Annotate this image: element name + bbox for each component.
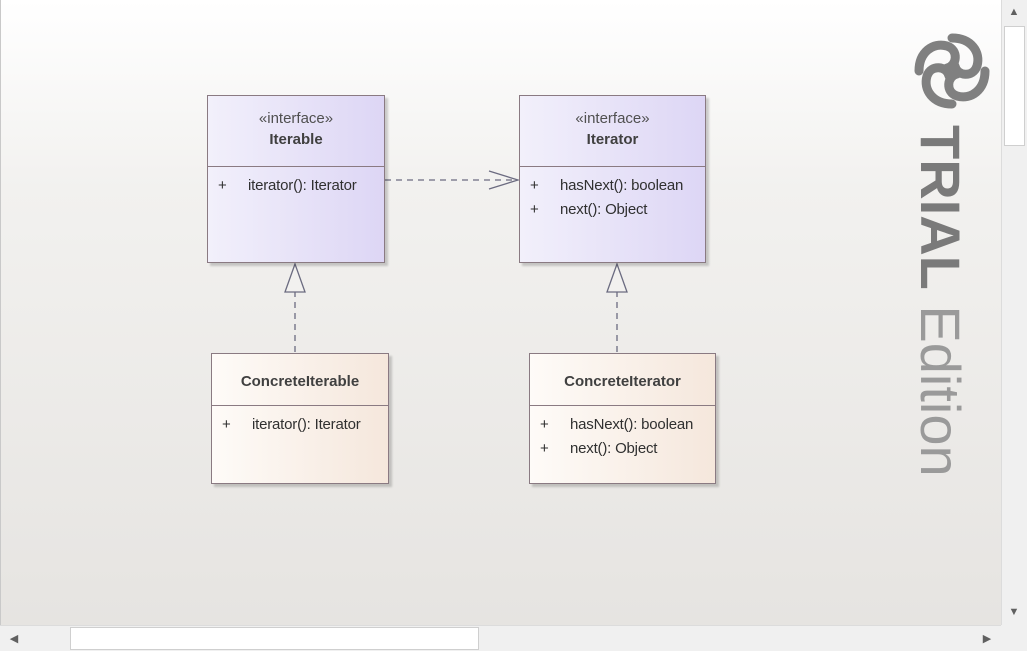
horizontal-scrollbar[interactable]: ◀ ▶: [0, 625, 1001, 651]
operation-visibility: +: [540, 416, 549, 433]
class-concrete-iterable[interactable]: ConcreteIterable + iterator(): Iterator: [211, 353, 389, 484]
operation-visibility: +: [540, 440, 549, 457]
horizontal-scroll-thumb[interactable]: [70, 627, 479, 650]
operation-signature: next(): Object: [570, 440, 658, 457]
operation-visibility: +: [530, 177, 539, 194]
class-stereotype: «interface»: [575, 110, 650, 127]
scroll-right-icon[interactable]: ▶: [975, 626, 999, 650]
class-name: Iterable: [269, 131, 323, 148]
operation-row[interactable]: + iterator(): Iterator: [208, 173, 384, 197]
class-name: ConcreteIterator: [564, 373, 681, 390]
operation-visibility: +: [530, 201, 539, 218]
operation-signature: iterator(): Iterator: [248, 177, 357, 194]
class-iterator[interactable]: «interface» Iterator + hasNext(): boolea…: [519, 95, 706, 263]
class-name: Iterator: [586, 131, 639, 148]
vertical-scroll-thumb[interactable]: [1004, 26, 1025, 146]
operation-row[interactable]: + next(): Object: [520, 197, 705, 221]
scroll-left-icon[interactable]: ◀: [2, 626, 26, 650]
operation-list: + hasNext(): boolean + next(): Object: [530, 406, 715, 460]
operation-signature: iterator(): Iterator: [252, 416, 361, 433]
realization-triangle-iterable: [284, 262, 306, 293]
class-header: ConcreteIterator: [530, 354, 715, 406]
operation-list: + hasNext(): boolean + next(): Object: [520, 167, 705, 221]
class-iterable[interactable]: «interface» Iterable + iterator(): Itera…: [207, 95, 385, 263]
operation-row[interactable]: + hasNext(): boolean: [520, 173, 705, 197]
class-concrete-iterator[interactable]: ConcreteIterator + hasNext(): boolean + …: [529, 353, 716, 484]
class-stereotype: «interface»: [258, 110, 334, 127]
operation-visibility: +: [222, 416, 231, 433]
vertical-scrollbar[interactable]: ▲ ▼: [1001, 0, 1027, 625]
class-header: «interface» Iterator: [520, 96, 705, 167]
diagram-canvas[interactable]: «interface» Iterable + iterator(): Itera…: [0, 0, 1001, 625]
class-name: ConcreteIterable: [240, 373, 360, 390]
realization-triangle-iterator: [606, 262, 628, 293]
operation-signature: hasNext(): boolean: [560, 177, 684, 194]
operation-signature: hasNext(): boolean: [570, 416, 694, 433]
trial-edition-watermark: TRIAL Edition: [909, 125, 972, 477]
operation-row[interactable]: + next(): Object: [530, 436, 715, 460]
connector-layer: [284, 170, 628, 352]
operation-list: + iterator(): Iterator: [212, 406, 388, 436]
scrollbar-corner: [1001, 625, 1027, 651]
operation-row[interactable]: + iterator(): Iterator: [212, 412, 388, 436]
dependency-arrowhead: [488, 170, 521, 190]
scroll-up-icon[interactable]: ▲: [1002, 0, 1026, 24]
operation-list: + iterator(): Iterator: [208, 167, 384, 197]
class-header: ConcreteIterable: [212, 354, 388, 406]
class-header: «interface» Iterable: [208, 96, 384, 167]
enterprise-architect-logo-icon: [914, 33, 990, 109]
operation-visibility: +: [218, 177, 227, 194]
operation-signature: next(): Object: [560, 201, 648, 218]
scroll-down-icon[interactable]: ▼: [1002, 600, 1026, 624]
operation-row[interactable]: + hasNext(): boolean: [530, 412, 715, 436]
